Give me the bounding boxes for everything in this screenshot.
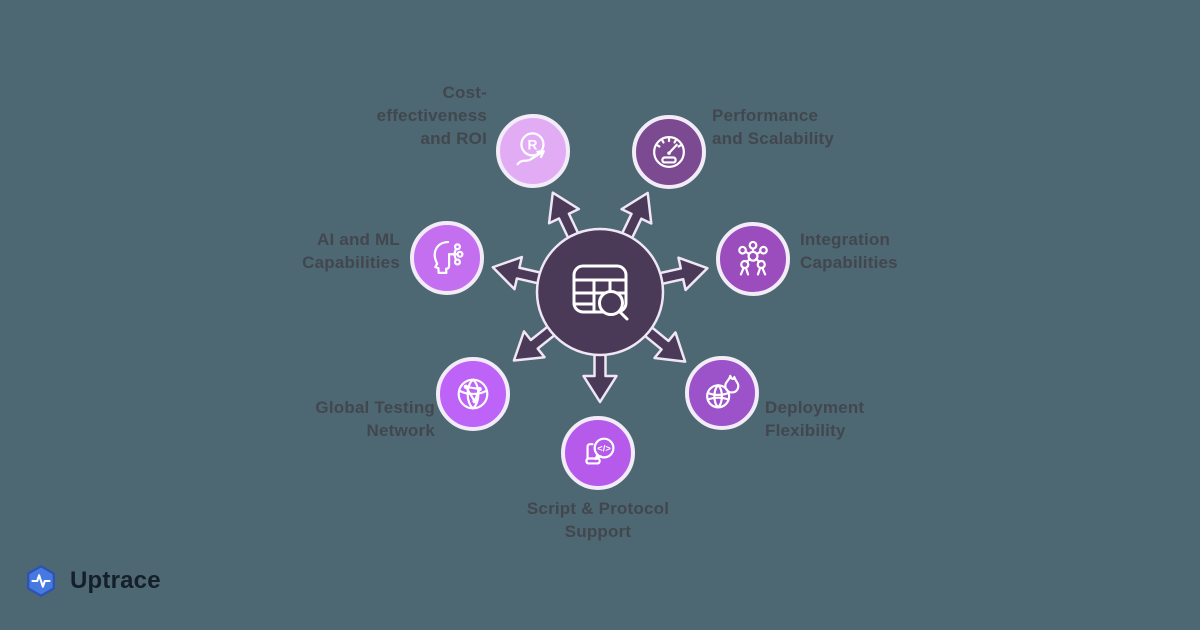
table-search-icon: [572, 264, 629, 321]
uptrace-logo-text: Uptrace: [70, 567, 161, 594]
svg-text:R: R: [527, 137, 537, 152]
globe-network-icon: [457, 378, 489, 410]
node-cost-roi: R: [496, 114, 570, 188]
label-performance: Performance and Scalability: [712, 106, 835, 148]
node-performance: [632, 115, 706, 189]
node-global-testing: [436, 357, 510, 431]
central-hub: [491, 191, 709, 404]
label-script-protocol: Script & Protocol Support: [526, 499, 670, 541]
globe-flame-icon: [706, 374, 740, 409]
code-bubble-icon: </>: [585, 437, 615, 465]
label-global-testing: Global Testing Network: [315, 398, 435, 440]
label-cost-roi: Cost- effectiveness and ROI: [376, 83, 487, 148]
ai-head-icon: [433, 240, 464, 274]
label-ai-ml: AI and ML Capabilities: [302, 230, 400, 272]
hub-shape: [491, 191, 709, 404]
uptrace-logo: Uptrace: [22, 562, 161, 600]
node-script-protocol: </>: [561, 416, 635, 490]
atomium-icon: [738, 240, 768, 276]
label-integration: Integration Capabilities: [800, 230, 898, 272]
node-deployment: [685, 356, 759, 430]
svg-text:</>: </>: [597, 443, 611, 453]
node-integration: [716, 222, 790, 296]
uptrace-hexagon-icon: [26, 565, 56, 597]
label-deployment: Deployment Flexibility: [765, 398, 865, 440]
roi-chart-icon: R: [516, 132, 545, 166]
node-ai-ml: [410, 221, 484, 295]
speedometer-icon: [653, 136, 685, 168]
